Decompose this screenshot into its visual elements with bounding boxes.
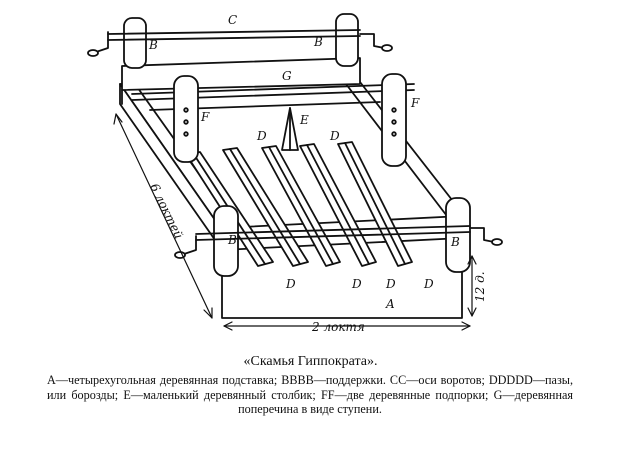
dimension-lines [113,113,477,331]
dimension-height-label: 12 д. [473,271,487,302]
crossbar-G [131,73,415,167]
letter-labels: C G B B B B F F E D D D D D D A [148,13,460,311]
label-A: A [385,297,395,311]
label-D-top-2: D [329,129,340,143]
label-B-bottom-right: B [450,235,460,249]
caption-body: A—четырехугольная деревянная подставка; … [47,373,573,416]
label-D-top-1: D [256,129,267,143]
label-B-top-right: B [313,35,323,49]
label-F-left: F [200,110,210,124]
label-D-bottom-4: D [423,277,434,291]
dimension-width-label: 2 локтя [311,320,365,334]
label-D-bottom-1: D [285,277,296,291]
label-C: C [228,13,237,27]
near-axle [174,197,503,277]
label-D-bottom-2: D [351,277,362,291]
label-E: E [299,113,309,127]
small-post-E [281,107,299,151]
caption-title: «Скамья Гиппократа». [243,354,378,369]
label-B-bottom-left: B [227,233,237,247]
label-F-right: F [410,96,420,110]
label-B-top-left: B [148,38,158,52]
label-G: G [282,69,292,83]
label-D-bottom-3: D [385,277,396,291]
far-axle-C [87,13,393,69]
